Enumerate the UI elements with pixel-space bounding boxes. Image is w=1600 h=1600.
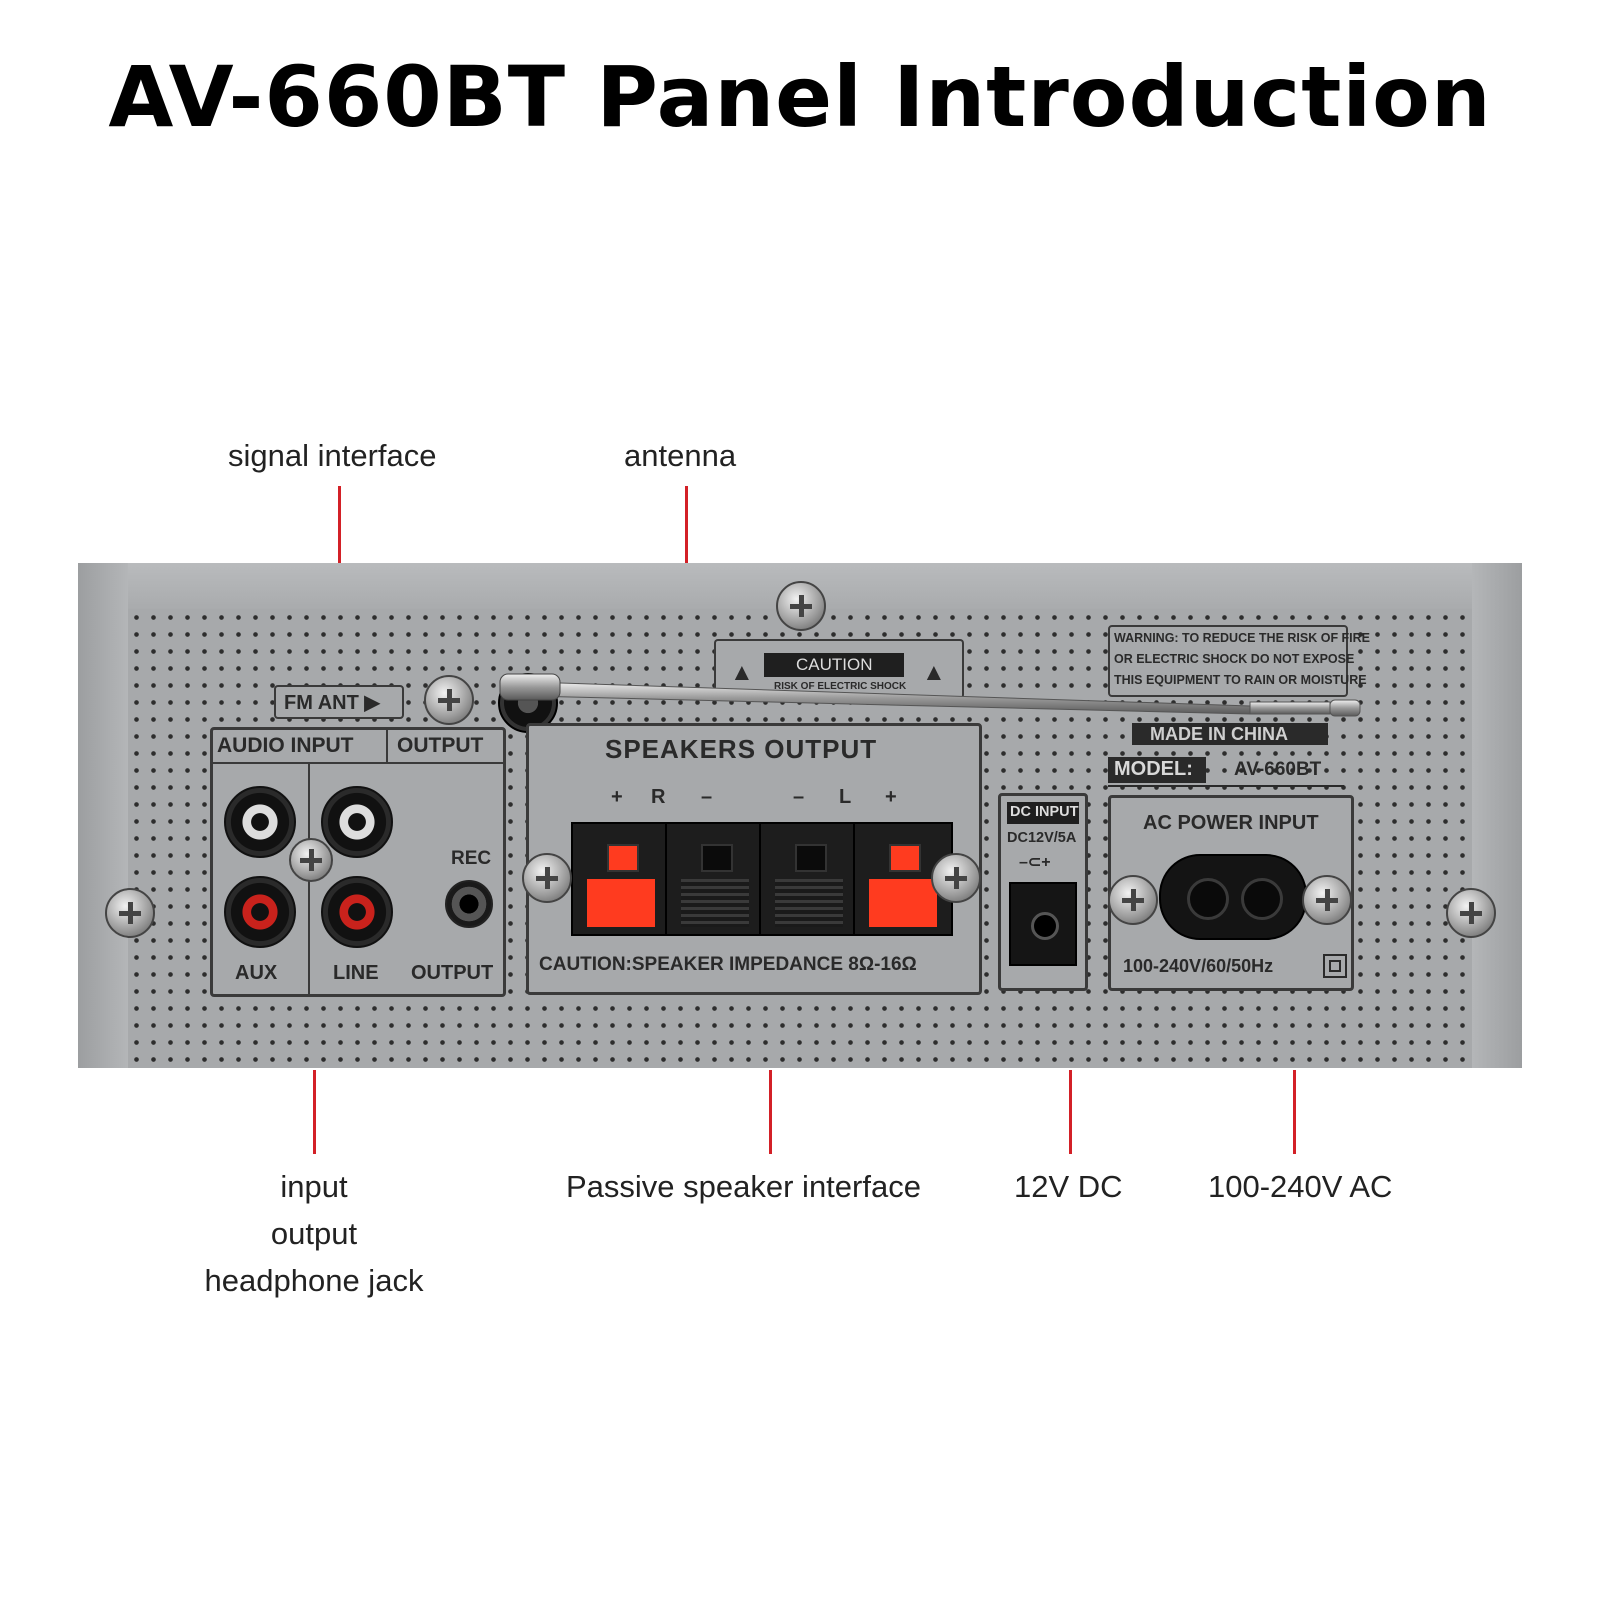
ac-inlet-pin — [1241, 878, 1283, 920]
speakers-output-label: SPEAKERS OUTPUT — [605, 734, 878, 764]
made-in-china-plate: MADE IN CHINA — [1132, 723, 1328, 745]
made-in-china-label: MADE IN CHINA — [1150, 724, 1288, 744]
warning-box: WARNING: TO REDUCE THE RISK OF FIRE OR E… — [1108, 625, 1370, 697]
aux-red-rca-jack[interactable] — [224, 876, 296, 948]
fm-ant-label-box: FM ANT ▶ — [274, 685, 404, 719]
speaker-terminal-right-negative[interactable] — [665, 822, 765, 936]
aux-white-rca-jack[interactable] — [224, 786, 296, 858]
page-title: AV-660BT Panel Introduction — [108, 48, 1492, 146]
antenna-rod — [529, 681, 1251, 715]
leader-dc — [1069, 1070, 1072, 1154]
fm-antenna-screw-icon — [424, 675, 474, 725]
ac-inlet-socket[interactable] — [1159, 854, 1307, 940]
terminal-sign: + — [611, 786, 623, 808]
warning-line-2: OR ELECTRIC SHOCK DO NOT EXPOSE — [1114, 652, 1355, 666]
model-plate: MODEL: AV-660BT — [1108, 757, 1344, 787]
screw-icon — [1446, 888, 1496, 938]
dc-barrel-jack[interactable] — [1009, 882, 1077, 966]
dc-polarity-icon: –⊂+ — [1019, 854, 1051, 871]
caution-box: CAUTION ▲ ▲ RISK OF ELECTRIC SHOCK — [714, 639, 964, 699]
callout-passive-speaker: Passive speaker interface — [566, 1169, 921, 1204]
screw-icon — [931, 853, 981, 903]
warning-triangle-icon: ▲ — [922, 659, 946, 686]
dc-input-module: DC INPUT DC12V/5A –⊂+ — [998, 793, 1088, 991]
terminal-sign: – — [793, 786, 805, 808]
warning-line-3: THIS EQUIPMENT TO RAIN OR MOISTURE — [1114, 673, 1367, 687]
model-label: MODEL: — [1114, 758, 1193, 780]
warning-line-1: WARNING: TO REDUCE THE RISK OF FIRE — [1114, 631, 1371, 645]
callout-headphone-jack: headphone jack — [204, 1263, 424, 1298]
ac-spec-label: 100-240V/60/50Hz — [1123, 956, 1274, 976]
ac-inlet-pin — [1187, 878, 1229, 920]
antenna-tip — [1329, 699, 1361, 717]
speakers-output-module: SPEAKERS OUTPUT + R – – L + CAUTION:SPEA… — [526, 723, 982, 995]
callout-input-output-headphone: input output headphone jack — [184, 1163, 444, 1304]
leader-signal-interface — [338, 486, 341, 610]
panel-right-bevel — [1472, 563, 1522, 1068]
leader-input-output — [313, 1070, 316, 1154]
dc-spec-label: DC12V/5A — [1007, 830, 1077, 846]
antenna-segment — [1249, 701, 1331, 715]
dc-jack-pin — [1031, 912, 1059, 940]
telescopic-antenna[interactable] — [430, 660, 1390, 720]
antenna-hinge — [499, 673, 561, 701]
line-red-rca-jack[interactable] — [321, 876, 393, 948]
screw-icon — [1302, 875, 1352, 925]
rec-label: REC — [451, 848, 492, 869]
output-footer-label: OUTPUT — [411, 962, 494, 984]
amplifier-rear-panel: FM ANT ▶ CAUTION ▲ ▲ RISK OF ELECTRIC SH… — [78, 563, 1522, 1068]
terminal-sign: + — [885, 786, 897, 808]
callout-output: output — [270, 1216, 358, 1251]
audio-io-header-divider — [213, 762, 503, 764]
speaker-terminal-left-negative[interactable] — [759, 822, 859, 936]
caution-subtext: RISK OF ELECTRIC SHOCK — [774, 681, 907, 692]
speaker-impedance-caution: CAUTION:SPEAKER IMPEDANCE 8Ω-16Ω — [539, 954, 917, 975]
dc-input-label: DC INPUT — [1010, 804, 1079, 820]
screw-icon — [776, 581, 826, 631]
screw-icon — [289, 838, 333, 882]
panel-left-bevel — [78, 563, 128, 1068]
rec-output-jack[interactable] — [445, 880, 493, 928]
screw-icon — [105, 888, 155, 938]
model-label-bg: MODEL: — [1108, 757, 1206, 783]
leader-passive-speaker — [769, 1070, 772, 1154]
audio-io-module: AUDIO INPUT OUTPUT REC AUX LINE OUTPUT — [210, 727, 506, 997]
dc-input-header: DC INPUT — [1007, 802, 1079, 824]
terminal-sign: R — [651, 786, 666, 808]
callout-100-240v-ac: 100-240V AC — [1208, 1169, 1393, 1204]
output-header-label: OUTPUT — [397, 734, 484, 757]
ac-power-input-label: AC POWER INPUT — [1143, 812, 1319, 834]
warning-triangle-icon: ▲ — [730, 659, 754, 686]
terminal-sign: L — [839, 786, 852, 808]
callout-input: input — [280, 1169, 348, 1204]
caution-label: CAUTION — [796, 655, 873, 674]
ac-power-input-module: AC POWER INPUT 100-240V/60/50Hz — [1108, 795, 1354, 991]
audio-io-vertical-divider-top — [386, 730, 388, 764]
speaker-terminal-right-positive[interactable] — [571, 822, 671, 936]
leader-ac — [1293, 1070, 1296, 1154]
callout-signal-interface: signal interface — [228, 438, 437, 473]
model-value: AV-660BT — [1234, 759, 1322, 780]
fm-ant-label: FM ANT ▶ — [284, 692, 380, 714]
line-white-rca-jack[interactable] — [321, 786, 393, 858]
double-insulation-icon — [1323, 954, 1347, 978]
callout-12v-dc: 12V DC — [1014, 1169, 1123, 1204]
screw-icon — [1108, 875, 1158, 925]
callout-antenna: antenna — [624, 438, 737, 473]
line-label: LINE — [333, 962, 379, 984]
screw-icon — [522, 853, 572, 903]
audio-input-label: AUDIO INPUT — [217, 734, 354, 757]
aux-label: AUX — [235, 962, 278, 984]
terminal-sign: – — [701, 786, 713, 808]
caution-header: CAUTION — [764, 653, 904, 677]
